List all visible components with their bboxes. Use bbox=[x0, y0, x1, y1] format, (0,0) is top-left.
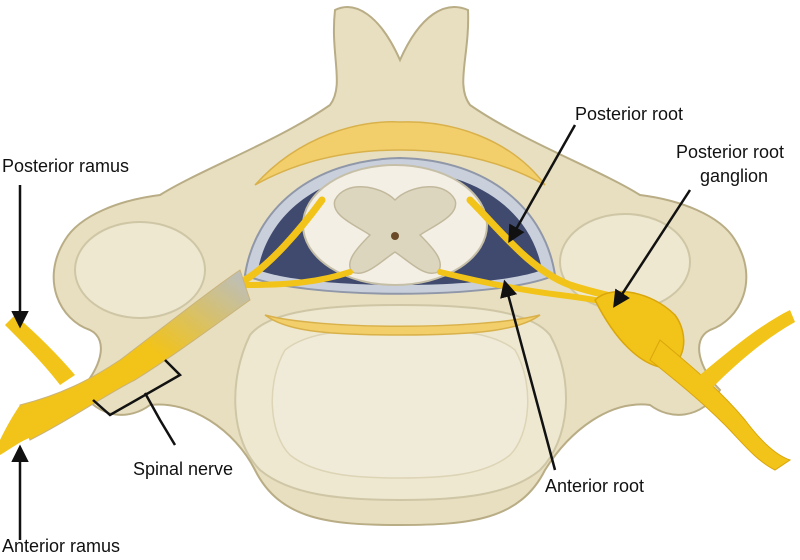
grey-matter bbox=[333, 186, 457, 275]
left-transverse-process bbox=[74, 221, 206, 319]
label-posterior-root-ganglion-line1: Posterior root bbox=[676, 142, 785, 162]
label-anterior-ramus: Anterior ramus bbox=[2, 536, 121, 556]
label-anterior-root: Anterior root bbox=[545, 476, 645, 496]
label-posterior-root-ganglion-line2: ganglion bbox=[700, 166, 769, 186]
vertebral-body-inner bbox=[271, 329, 529, 479]
spinal-cord bbox=[302, 164, 488, 286]
right-posterior-ramus bbox=[700, 310, 795, 388]
label-posterior-ramus: Posterior ramus bbox=[2, 156, 130, 176]
posterior-root-ganglion-arrow bbox=[613, 189, 692, 308]
spinal-nerve-bracket bbox=[92, 359, 183, 446]
left-anterior-ramus bbox=[0, 405, 32, 455]
left-anterior-root-nerve bbox=[242, 269, 353, 288]
epidural-fat-top bbox=[254, 121, 546, 186]
label-posterior-root: Posterior root bbox=[575, 104, 684, 124]
label-spinal-nerve: Spinal nerve bbox=[133, 459, 234, 479]
left-posterior-ramus bbox=[5, 315, 75, 385]
left-posterior-root-nerve bbox=[241, 196, 326, 284]
posterior-root-arrow bbox=[508, 124, 577, 244]
left-spinal-nerve bbox=[19, 269, 251, 441]
anterior-root-arrow bbox=[500, 279, 557, 471]
right-spinal-nerve bbox=[649, 339, 792, 471]
central-canal bbox=[391, 232, 399, 240]
